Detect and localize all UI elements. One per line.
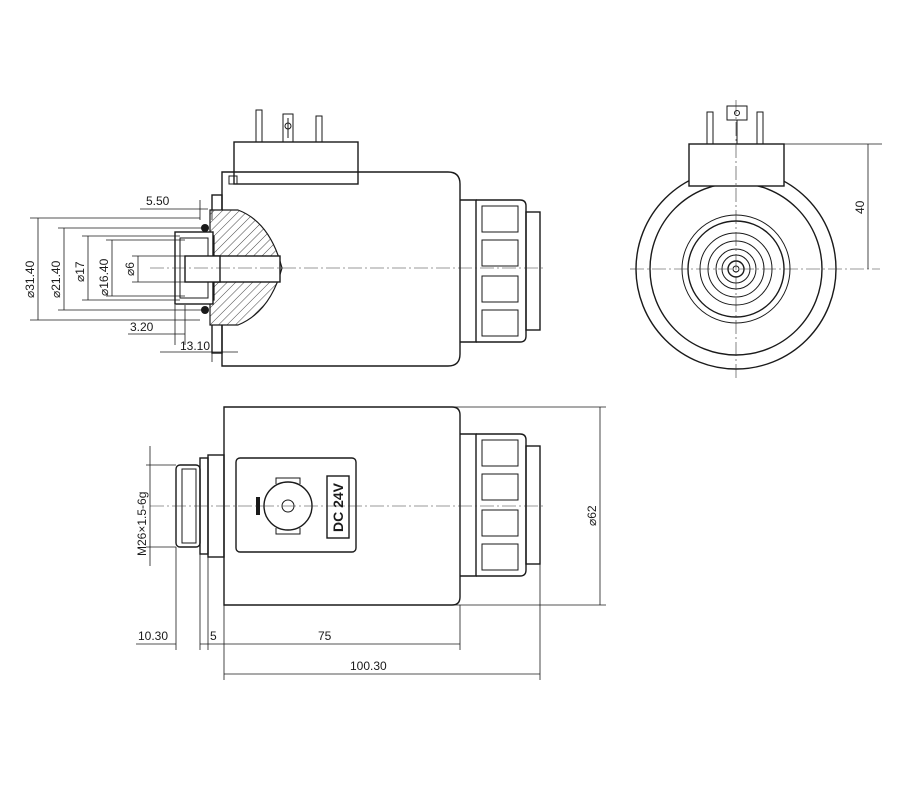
side-connector-pins [706,105,764,145]
dim-13-10: 13.10 [180,339,210,353]
knurled-nut [460,199,541,343]
diameter-dimensions [30,217,205,321]
voltage-label-box [326,475,350,539]
dim-100-30: 100.30 [350,659,387,673]
dim-dia-31-40: ⌀31.40 [23,260,37,298]
dim-5-50: 5.50 [146,194,170,208]
dim-thread-spec: M26×1.5-6g [135,492,149,556]
side-view: 40 [630,100,882,380]
front-view: 5.50 ⌀31.40 ⌀21.40 ⌀17 ⌀16.40 ⌀6 3 [23,109,545,367]
dim-dia-16-40: ⌀16.40 [97,258,111,296]
dim-5: 5 [210,629,217,643]
dim-dia-6: ⌀6 [123,262,137,276]
knurled-nut-top [460,433,541,577]
dim-dia-21-40: ⌀21.40 [49,260,63,298]
dim-dia-17: ⌀17 [73,261,87,282]
connector-plug [235,457,357,553]
dim-3-20: 3.20 [130,320,154,334]
connector-pins [255,109,323,143]
connector-housing [233,141,359,185]
dim-dia-62: ⌀62 [585,505,599,526]
dim-40: 40 [853,200,867,214]
dim-10-30: 10.30 [138,629,168,643]
dim-75: 75 [318,629,332,643]
top-view: DC 24V M26×1.5-6g ⌀62 10. [135,406,606,680]
coil-body-outline [221,171,461,367]
voltage-label: DC 24V [330,482,346,532]
